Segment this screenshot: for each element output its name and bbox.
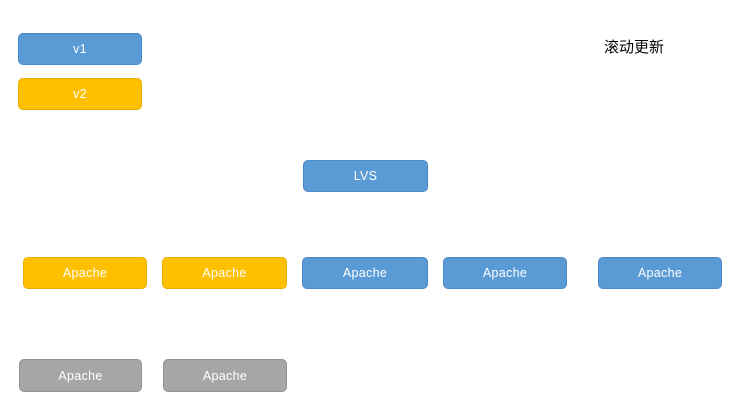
apache-node-v1-1: Apache	[302, 257, 428, 289]
apache-node-offline-2: Apache	[163, 359, 287, 392]
legend-item-v2: v2	[18, 78, 142, 110]
apache-node-v2-1: Apache	[23, 257, 147, 289]
lvs-load-balancer-node: LVS	[303, 160, 428, 192]
apache-node-v2-2: Apache	[162, 257, 287, 289]
diagram-title: 滚动更新	[604, 39, 665, 56]
legend-item-v1: v1	[18, 33, 142, 65]
apache-node-v1-2: Apache	[443, 257, 567, 289]
apache-node-offline-1: Apache	[19, 359, 142, 392]
apache-node-v1-3: Apache	[598, 257, 722, 289]
